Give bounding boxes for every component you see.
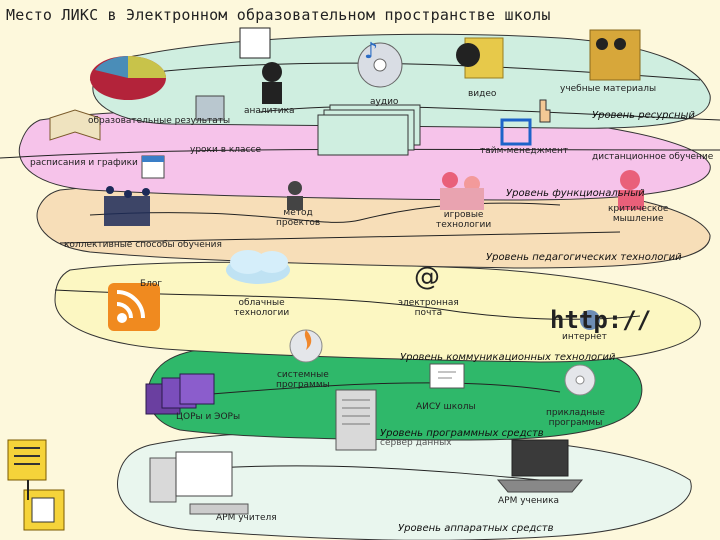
game-tech-label: игровые технологии xyxy=(436,210,492,230)
arm-teacher-label: АРМ учителя xyxy=(216,513,277,523)
blog-label: Блог xyxy=(140,279,163,289)
collective-learning-label: коллективные способы обучения xyxy=(64,240,222,250)
clipboard-icon xyxy=(23,489,65,531)
document-icon xyxy=(429,363,465,389)
arm-student-label: АРМ ученика xyxy=(498,496,560,506)
connector-curve-software xyxy=(199,382,561,396)
open-book-icon xyxy=(49,109,101,141)
music-cd-icon: ♪ xyxy=(357,39,403,88)
cd-icon xyxy=(564,364,596,396)
connector-curve-pedagogical-2 xyxy=(59,231,621,244)
teachers-group-icon xyxy=(589,29,641,81)
connector-curve-resource xyxy=(259,106,720,121)
globe-icon xyxy=(580,310,600,330)
cor-eor-label: ЦОРы и ЭОРы xyxy=(176,412,241,422)
svg-text:♪: ♪ xyxy=(364,39,378,64)
book-icon xyxy=(7,439,47,481)
calendar-icon xyxy=(141,155,165,179)
audio-label: аудио xyxy=(370,97,399,107)
cd-fire-icon xyxy=(289,329,323,363)
laptop-icon xyxy=(496,439,584,493)
rss-icon xyxy=(108,283,160,331)
critical-thinking-label: критическое мышление xyxy=(608,204,669,224)
project-method-label: метод проектов xyxy=(276,208,321,228)
presenter-icon xyxy=(287,181,303,210)
schedules-label: расписания и графики xyxy=(30,158,138,168)
puzzle-frame-icon xyxy=(500,118,532,146)
level-communication-label: Уровень коммуникационных технологий xyxy=(400,352,616,363)
level-software-label: Уровень программных средств xyxy=(380,428,544,439)
analytics-label: аналитика xyxy=(244,106,295,116)
data-server-label: сервер данных xyxy=(380,438,452,448)
internet-label: интернет xyxy=(562,332,607,342)
lessons-label: уроки в классе xyxy=(190,145,261,155)
floppy-disks-icon xyxy=(145,373,215,415)
level-pedagogical-label: Уровень педагогических технологий xyxy=(486,252,682,263)
desktop-computer-icon xyxy=(149,451,249,515)
pie-chart-icon xyxy=(90,56,166,100)
connector-curve-hardware xyxy=(179,465,541,481)
applied-programs-label: прикладные программы xyxy=(546,408,605,428)
hand-icon xyxy=(539,99,551,123)
http-text: http:// xyxy=(550,306,652,334)
edu-results-label: образовательные результаты xyxy=(88,116,231,126)
document-stack-icon xyxy=(317,104,421,156)
at-sign-icon: @ xyxy=(414,262,440,292)
system-programs-label: системные программы xyxy=(276,370,330,390)
video-label: видео xyxy=(468,89,497,99)
page-title: Место ЛИКС в Электронном образовательном… xyxy=(6,6,551,24)
film-reel-icon xyxy=(456,37,504,79)
time-management-label: тайм-менеджмент xyxy=(480,146,569,156)
level-resource-label: Уровень ресурсный xyxy=(592,110,695,121)
thinking-person-icon xyxy=(618,170,644,210)
aisu-label: АИСУ школы xyxy=(416,402,476,412)
level-functional-label: Уровень функциональный xyxy=(506,188,645,199)
student-at-desk-icon xyxy=(195,95,225,121)
kids-playing-icon xyxy=(440,172,484,210)
distance-learning-label: дистанционное обучение xyxy=(592,152,714,162)
people-group-icon xyxy=(104,186,150,226)
level-hardware-label: Уровень аппаратных средств xyxy=(398,523,554,534)
learning-materials-label: учебные материалы xyxy=(560,84,657,94)
cloud-tech-label: облачные технологии xyxy=(234,298,290,318)
cloud-icon xyxy=(226,250,290,284)
email-label: электронная почта xyxy=(398,298,459,318)
analytics-person-icon xyxy=(239,27,282,104)
connector-curve-pedagogical-1 xyxy=(89,202,561,223)
server-tower-icon xyxy=(335,389,377,451)
